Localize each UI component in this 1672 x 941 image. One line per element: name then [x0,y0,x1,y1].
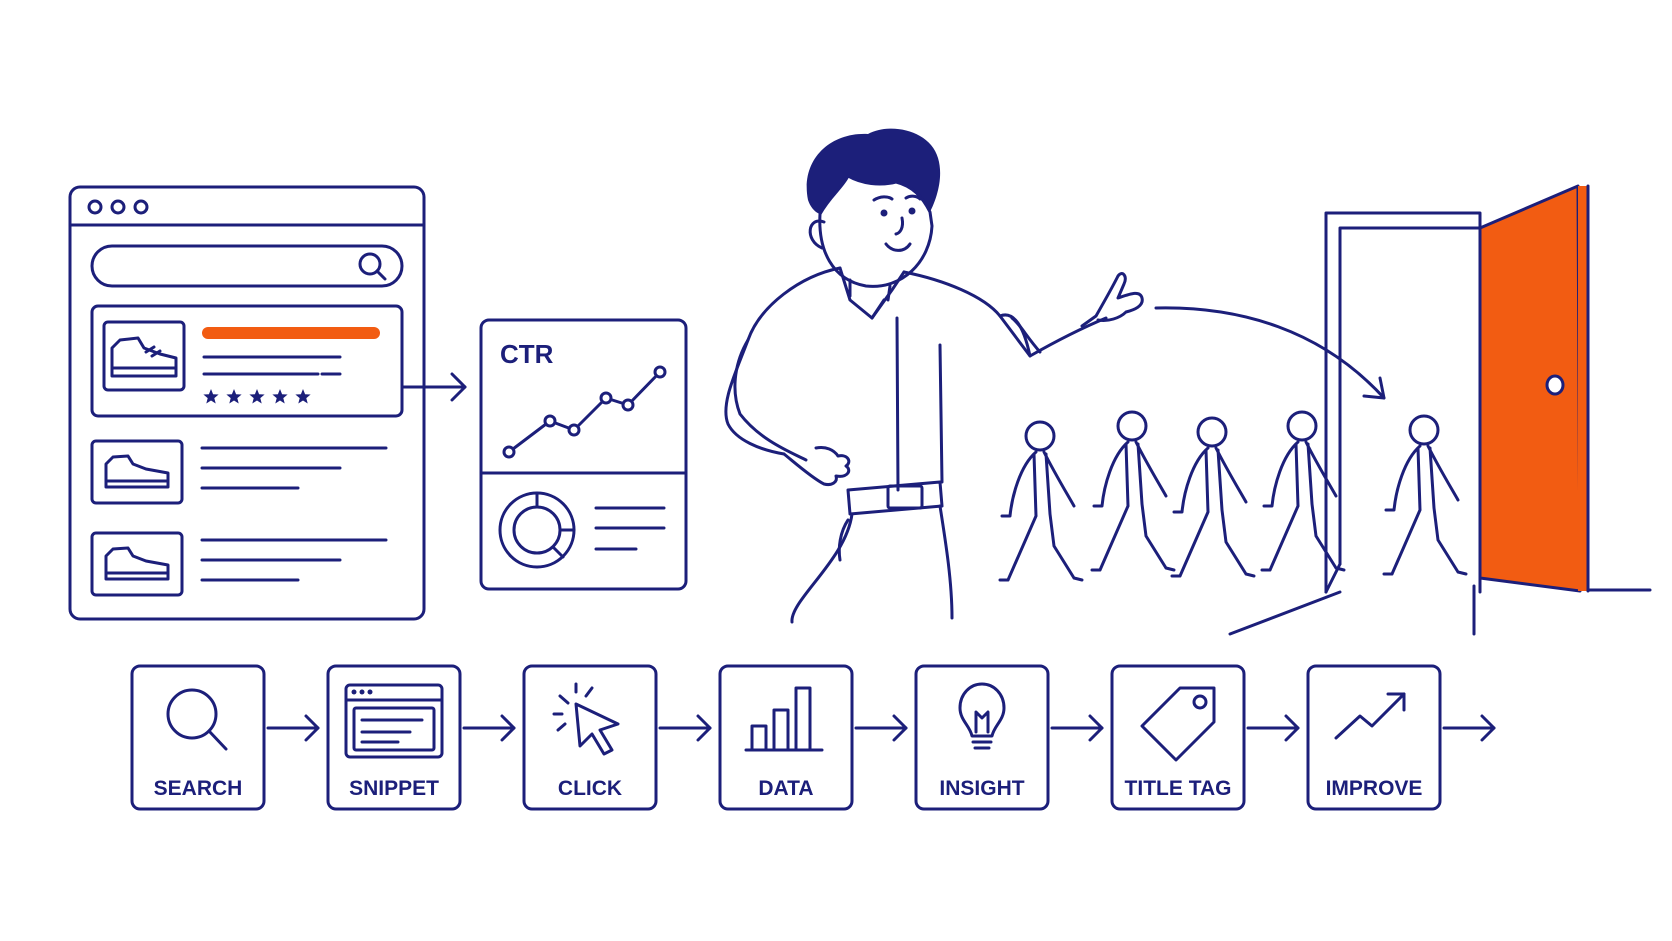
step-data: DATA [718,664,854,811]
walking-people-group [998,410,1468,582]
step-title-tag: TITLE TAG [1110,664,1246,811]
step-label: INSIGHT [939,777,1024,800]
step-card [130,664,266,811]
step-arrow-icon [1050,714,1104,742]
step-arrow-icon [462,714,516,742]
door-knob-icon [1545,374,1565,396]
step-label: SNIPPET [349,777,439,800]
star-icon [295,389,311,404]
window-dot-1 [87,199,103,215]
shoe-thumbnail-featured [102,320,186,392]
star-icon [272,389,288,404]
step-card [1306,664,1442,811]
walking-person-icon [1170,416,1256,578]
step-label: TITLE TAG [1125,777,1232,800]
step-card [326,664,462,811]
open-door-illustration [1228,184,1652,636]
magnifier-icon [166,688,228,751]
walking-person-icon [998,420,1084,582]
step-label: CLICK [558,777,622,800]
featured-result [90,304,404,418]
cursor-click-icon [552,682,620,756]
step-label: SEARCH [154,777,243,800]
search-result-3 [90,531,388,597]
highlighted-title-bar [202,327,380,339]
browser-snippet-icon [344,683,444,759]
step-label: IMPROVE [1326,777,1423,800]
walking-person-icon [1382,414,1468,576]
step-arrow-icon [266,714,320,742]
search-icon [358,252,387,281]
step-card [1110,664,1246,811]
donut-chart-icon [498,491,576,569]
curved-arrow-icon [1154,306,1386,400]
rating-stars [203,389,311,404]
browser-window [68,185,426,621]
step-arrow-icon [658,714,712,742]
ctr-card: CTR [479,318,688,591]
star-icon [203,389,219,404]
search-bar [90,244,404,288]
window-dot-3 [133,199,149,215]
walking-person-icon [1090,410,1176,572]
step-search: SEARCH [130,664,266,811]
arrow-result-to-ctr-icon [400,372,467,402]
lightbulb-icon [958,682,1006,750]
step-card [522,664,658,811]
trend-up-icon [1334,692,1406,740]
star-icon [226,389,242,404]
step-snippet: SNIPPET [326,664,462,811]
step-card [718,664,854,811]
bar-chart-icon [744,686,824,752]
step-improve: IMPROVE [1306,664,1442,811]
presenter-man-illustration [724,128,1144,624]
step-label: DATA [758,777,813,800]
search-result-2 [90,439,388,505]
line-chart-icon [502,365,667,459]
ctr-label: CTR [500,339,554,369]
tag-icon [1140,686,1216,762]
window-dot-2 [110,199,126,215]
step-arrow-icon [1442,714,1496,742]
step-card [914,664,1050,811]
walking-person-icon [1260,410,1346,572]
step-insight: INSIGHT [914,664,1050,811]
star-icon [249,389,265,404]
process-steps: SEARCH SNIPPET CLICK DATA INSIGHT TITLE TAG IM… [130,664,1496,811]
step-arrow-icon [854,714,908,742]
step-arrow-icon [1246,714,1300,742]
step-click: CLICK [522,664,658,811]
